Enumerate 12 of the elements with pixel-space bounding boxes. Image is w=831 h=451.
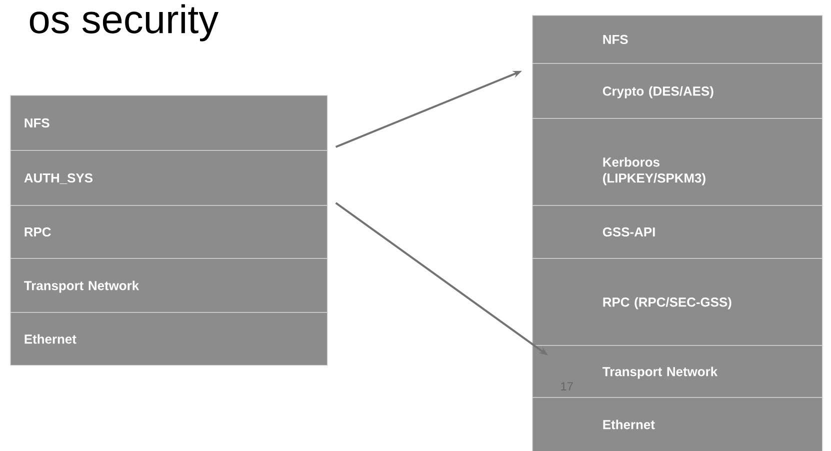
- layer-box: Ethernet: [10, 312, 328, 366]
- slide-title: os security: [30, 4, 219, 42]
- layer-box: NFS: [10, 95, 328, 151]
- layer-box: GSS-API: [532, 204, 823, 259]
- layer-box: Ethernet: [532, 397, 823, 451]
- layer-box: Kerboros (LIPKEY/SPKM3): [532, 118, 823, 206]
- layer-box: AUTH_SYS: [10, 150, 328, 206]
- layer-box: RPC: [10, 204, 328, 259]
- layer-box: Crypto (DES/AES): [532, 63, 823, 119]
- layer-box: RPC (RPC/SEC-GSS): [532, 258, 823, 346]
- layer-box: NFS: [532, 15, 823, 64]
- layer-box: Transport Network: [10, 258, 328, 313]
